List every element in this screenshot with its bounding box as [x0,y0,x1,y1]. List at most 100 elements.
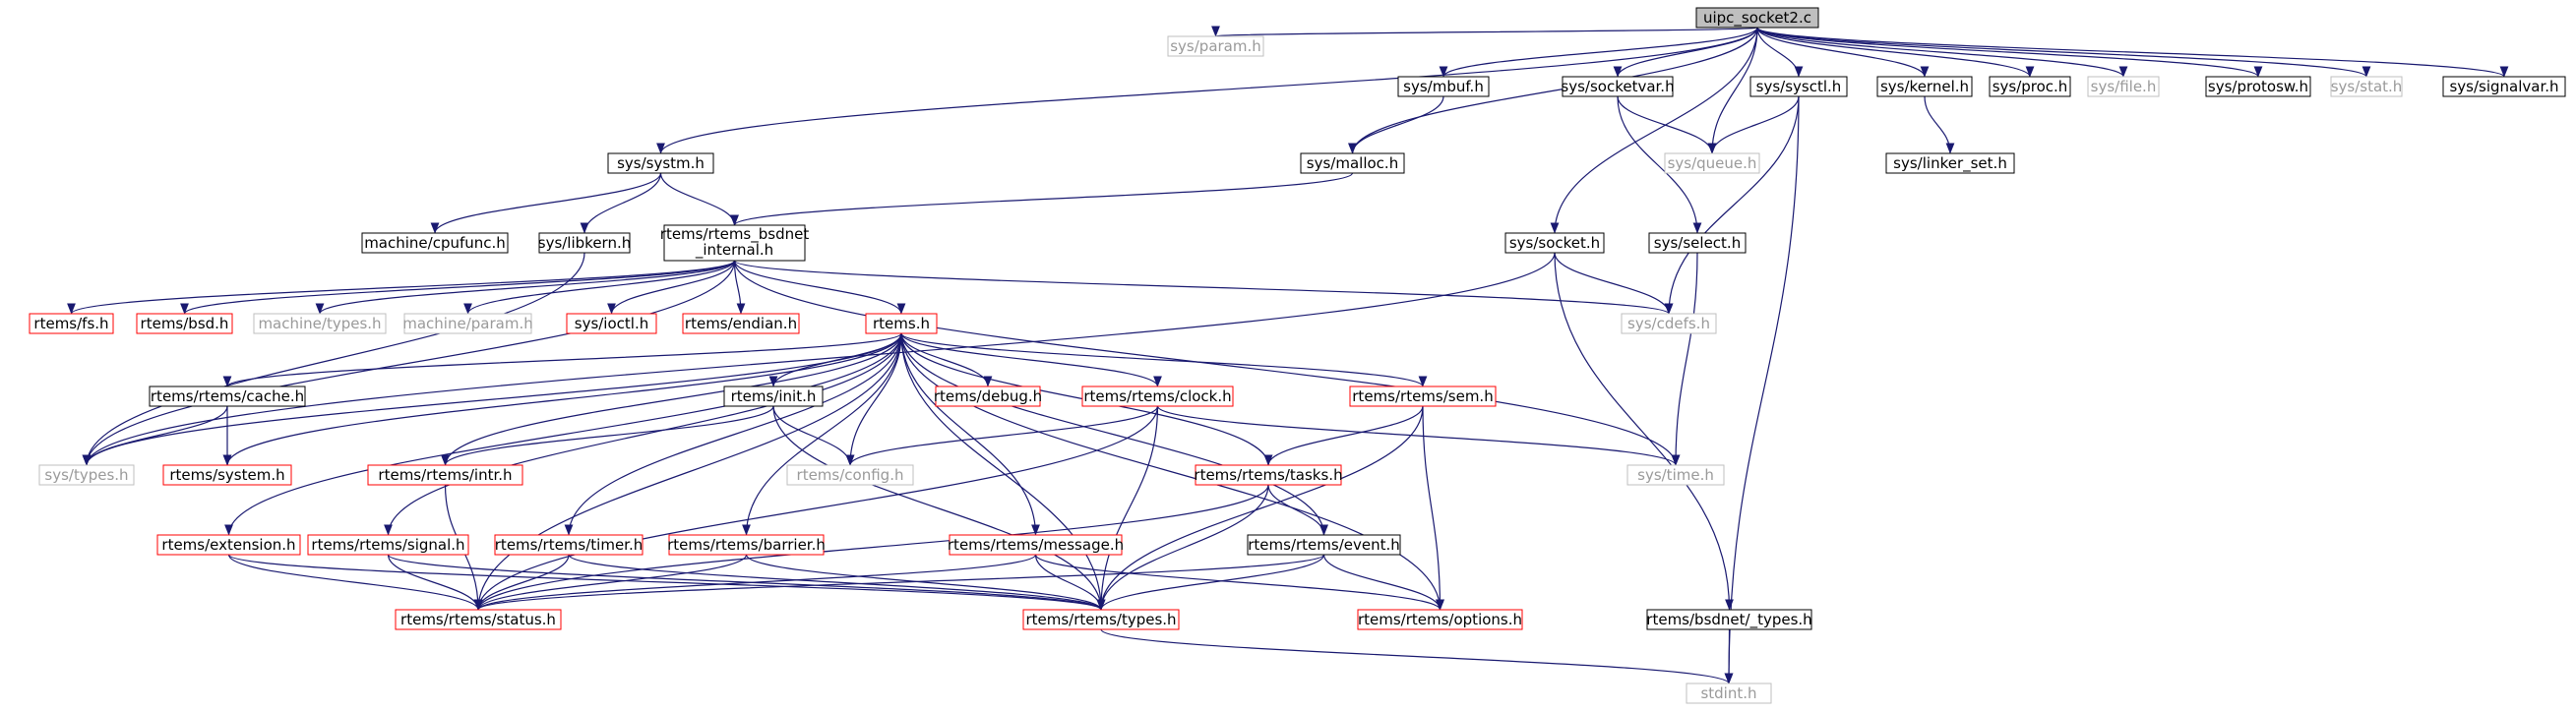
node-barrier[interactable]: rtems/rtems/barrier.h [667,534,826,556]
node-label-select: sys/select.h [1654,234,1741,252]
node-ioctl[interactable]: sys/ioctl.h [566,313,657,334]
edge-bsdnet_internal-to-cdefs [733,260,1673,315]
node-bsd[interactable]: rtems/bsd.h [136,313,233,334]
node-box-tasks [1195,464,1342,486]
edge-tasks-to-event [1267,484,1328,536]
edge-systm-to-libkern [580,172,662,234]
node-select[interactable]: sys/select.h [1648,232,1747,254]
edge-root-to-proc [1756,27,2035,78]
node-bsdnet_internal[interactable]: rtems/rtems_bsdnet_internal.h [660,224,810,262]
node-box-endian [682,313,800,334]
node-label-protosw: sys/protosw.h [2208,78,2308,95]
nodes-layer: uipc_socket2.c sys/param.h sys/systm.h sys/… [29,7,2566,704]
edge-socket-to-cdefs [1554,252,1674,315]
node-timer[interactable]: rtems/rtems/timer.h [494,534,644,556]
node-rtypes[interactable]: rtems/rtems/types.h [1022,609,1180,630]
node-sysctl[interactable]: sys/sysctl.h [1749,76,1848,97]
node-init[interactable]: rtems/init.h [723,386,824,407]
node-box-systm [607,152,714,174]
node-mbuf[interactable]: sys/mbuf.h [1397,76,1490,97]
node-rtems[interactable]: rtems.h [865,313,938,334]
node-libkern[interactable]: sys/libkern.h [538,232,631,254]
node-param: sys/param.h [1167,35,1264,57]
node-label-systime: sys/time.h [1637,466,1714,484]
edge-rtems-to-debug [900,332,993,387]
node-linker[interactable]: sys/linker_set.h [1885,152,2015,174]
node-label-socketvar: sys/socketvar.h [1561,78,1674,95]
node-sem[interactable]: rtems/rtems/sem.h [1349,386,1497,407]
node-label-init: rtems/init.h [731,387,817,405]
node-box-file [2087,76,2160,97]
edge-rtems-to-signal [384,332,902,536]
edge-clock-to-systime [1156,405,1681,466]
edge-rtems-to-sem [900,332,1428,387]
edge-barrier-to-status [473,554,748,611]
node-fs[interactable]: rtems/fs.h [29,313,114,334]
node-stdint: stdint.h [1686,682,1772,704]
node-box-socketvar [1562,76,1674,97]
node-cpufunc[interactable]: machine/cpufunc.h [361,232,509,254]
node-socket[interactable]: sys/socket.h [1504,232,1605,254]
node-tasks[interactable]: rtems/rtems/tasks.h [1194,464,1343,486]
edge-systm-to-bsdnet_internal [659,172,739,226]
node-box-systypes [38,464,135,486]
node-event[interactable]: rtems/rtems/event.h [1247,534,1401,556]
edge-rtems-to-init [768,332,902,387]
edge-event-to-options [1322,554,1444,611]
node-box-extension [156,534,301,556]
node-malloc[interactable]: sys/malloc.h [1300,152,1405,174]
node-config: rtems/config.h [786,464,914,486]
node-root[interactable]: uipc_socket2.c [1695,7,1819,29]
node-box-socket [1504,232,1605,254]
node-label-stdint: stdint.h [1700,684,1756,702]
node-label-libkern: sys/libkern.h [538,234,631,252]
node-label-root: uipc_socket2.c [1703,9,1811,28]
node-label-bsd: rtems/bsd.h [141,315,229,332]
node-box-barrier [668,534,825,556]
node-box-init [723,386,824,407]
node-options[interactable]: rtems/rtems/options.h [1357,609,1523,630]
node-box-protosw [2205,76,2311,97]
node-protosw[interactable]: sys/protosw.h [2205,76,2311,97]
node-box-malloc [1300,152,1405,174]
node-label-clock: rtems/rtems/clock.h [1083,387,1231,405]
edge-malloc-to-bsdnet_internal [730,172,1354,226]
node-message[interactable]: rtems/rtems/message.h [948,534,1124,556]
node-debug[interactable]: rtems/debug.h [934,386,1042,407]
node-bsdnet_types[interactable]: rtems/bsdnet/_types.h [1646,609,1812,630]
edge-timer-to-rtypes [568,554,1106,611]
node-kernel[interactable]: sys/kernel.h [1876,76,1973,97]
node-extension[interactable]: rtems/extension.h [156,534,301,556]
node-box-kernel [1876,76,1973,97]
edge-rtems-to-rtypes [900,332,1106,611]
edge-sem-to-options [1422,405,1444,611]
node-box-message [949,534,1123,556]
edge-rtems-to-timer [564,332,902,536]
node-status[interactable]: rtems/rtems/status.h [395,609,562,630]
node-intr[interactable]: rtems/rtems/intr.h [367,464,523,486]
node-label-event: rtems/rtems/event.h [1248,536,1400,554]
edge-root-to-signalvar [1756,27,2509,78]
node-stat: sys/stat.h [2330,76,2403,97]
node-signalvar[interactable]: sys/signalvar.h [2442,76,2566,97]
node-label-mtypes: machine/types.h [258,315,381,332]
edge-kernel-to-linker [1924,95,1955,154]
node-system[interactable]: rtems/system.h [162,464,292,486]
edge-rtems-to-message [900,332,1040,536]
edge-rtems-to-cache [222,332,902,387]
node-signal[interactable]: rtems/rtems/signal.h [307,534,469,556]
edge-root-to-file [1756,27,2128,78]
node-systm[interactable]: sys/systm.h [607,152,714,174]
node-cache[interactable]: rtems/rtems/cache.h [149,386,306,407]
node-socketvar[interactable]: sys/socketvar.h [1561,76,1675,97]
edge-socketvar-to-queue [1617,95,1717,154]
edge-bsdnet_internal-to-mtypes [315,260,736,315]
node-label-param: sys/param.h [1170,37,1261,55]
node-endian[interactable]: rtems/endian.h [682,313,800,334]
edge-sem-to-rtypes [1096,405,1424,611]
node-queue: sys/queue.h [1664,152,1760,174]
node-mparam: machine/param.h [402,313,533,334]
node-clock[interactable]: rtems/rtems/clock.h [1081,386,1234,407]
node-proc[interactable]: sys/proc.h [1989,76,2071,97]
